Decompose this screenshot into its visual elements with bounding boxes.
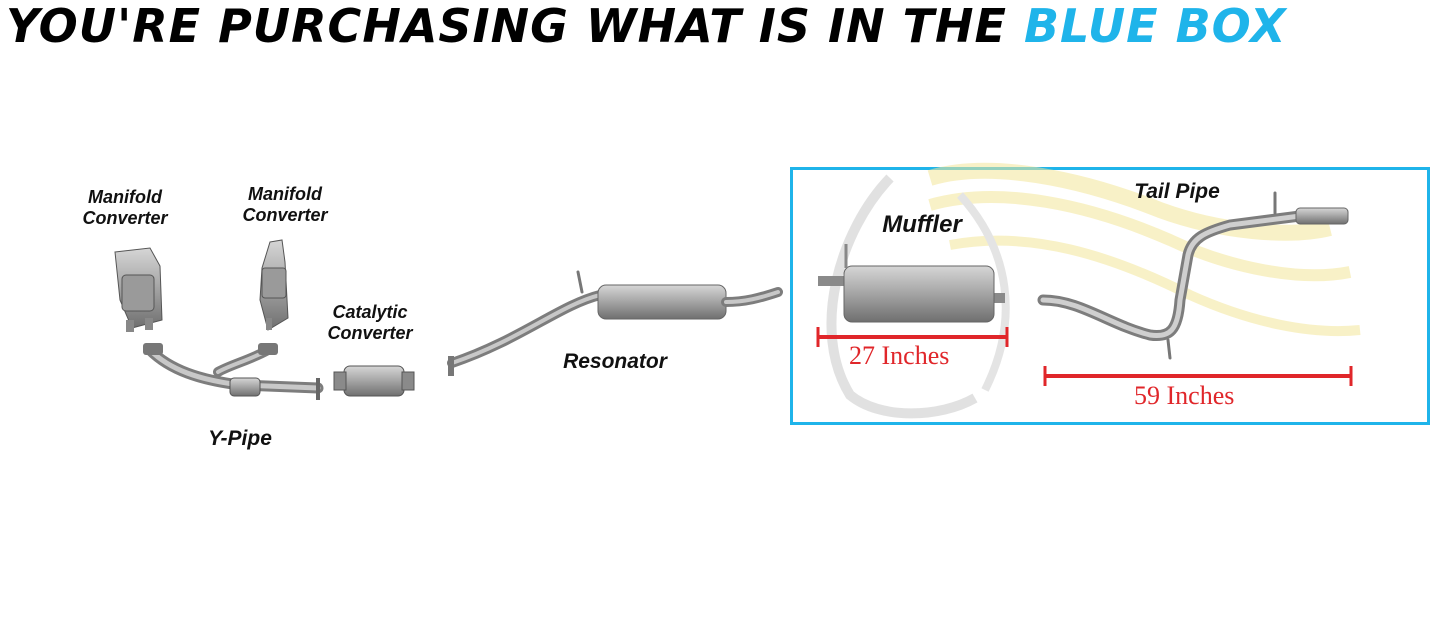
headline-main: YOU'RE PURCHASING WHAT IS IN THE: [6, 0, 1024, 53]
resonator-icon: [447, 270, 783, 376]
label-y-pipe: Y-Pipe: [208, 427, 272, 450]
dimension-muffler: 27 Inches: [849, 341, 950, 370]
label-line: Converter: [327, 322, 413, 343]
blue-box: [790, 167, 1430, 425]
label-manifold-converter-right: Manifold Converter: [220, 184, 350, 225]
label-muffler: Muffler: [882, 211, 962, 238]
label-resonator: Resonator: [563, 350, 667, 373]
label-catalytic-converter: Catalytic Converter: [310, 302, 430, 343]
tail-pipe-dimension-bar: [1043, 366, 1353, 386]
watermark-icon: [826, 162, 1361, 419]
label-line: Manifold: [248, 184, 322, 204]
catalytic-converter-icon: [333, 365, 415, 397]
dimension-tail-pipe: 59 Inches: [1134, 381, 1235, 410]
manifold-converter-icon: [259, 239, 289, 331]
label-line: Catalytic: [332, 302, 408, 322]
label-line: Manifold: [88, 187, 162, 207]
label-line: Converter: [82, 207, 168, 228]
label-manifold-converter-left: Manifold Converter: [60, 187, 190, 228]
label-tail-pipe: Tail Pipe: [1134, 180, 1220, 203]
headline-accent: BLUE BOX: [1023, 0, 1287, 53]
label-line: Converter: [242, 204, 328, 225]
muffler-dimension-bar: [816, 327, 1009, 347]
y-pipe-icon: [143, 343, 324, 400]
muffler-icon: [818, 244, 1005, 323]
tail-pipe-icon: [1037, 191, 1349, 360]
manifold-converter-icon: [114, 247, 163, 332]
headline: YOU'RE PURCHASING WHAT IS IN THE BLUE BO…: [6, 0, 1287, 54]
